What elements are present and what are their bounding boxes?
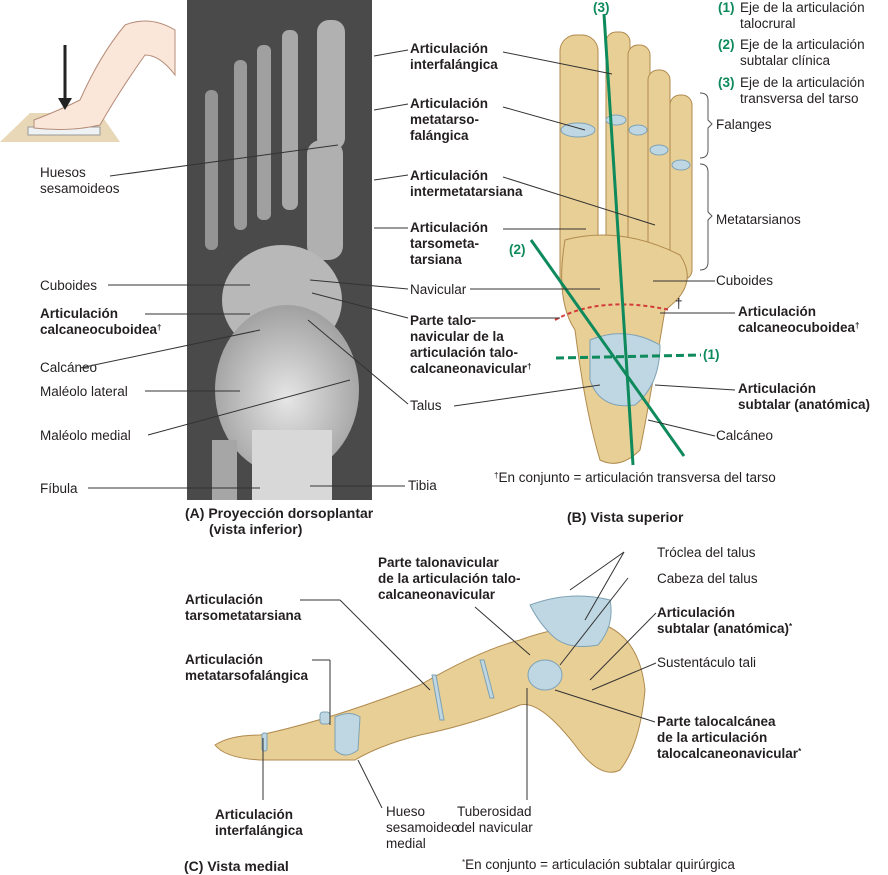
label-cuboides-a: Cuboides — [40, 278, 98, 293]
label-cuboides-b: Cuboides — [716, 273, 774, 288]
xray-foot-bones — [205, 20, 359, 500]
label-parte-talocalcanea: Parte talocalcánea de la articulación ta… — [657, 714, 802, 761]
footnote-dagger: †En conjunto = articulación transversa d… — [494, 470, 776, 485]
caption-panel-a: (A) Proyección dorsoplantar (vista infer… — [185, 505, 374, 537]
metatarsianos-bracket — [699, 163, 713, 271]
axis-1-line — [555, 353, 702, 360]
label-art-tmt-a: Articulación tarsometa- tarsiana — [410, 220, 489, 267]
label-maleolo-medial: Maléolo medial — [40, 428, 131, 443]
label-art-subtalar-c: Articulación subtalar (anatómica)* — [657, 605, 793, 636]
falanges-bracket — [699, 92, 713, 159]
arrow-head-icon — [58, 98, 72, 110]
label-sustentaculo-tali: Sustentáculo tali — [657, 655, 757, 670]
label-maleolo-lateral: Maléolo lateral — [40, 384, 128, 399]
label-parte-talonavicular-c: Parte talonavicular de la articulación t… — [378, 555, 521, 602]
label-art-calcaneocuboidea-b: Articulación calcaneocuboidea† — [738, 304, 860, 335]
axis-marker-2: (2) — [509, 242, 526, 257]
label-navicular: Navicular — [410, 282, 467, 297]
label-tibia: Tibia — [408, 478, 437, 493]
label-hueso-sesamoideo-medial: Hueso sesamoideo medial — [386, 804, 459, 851]
axis-marker-3: (3) — [593, 0, 610, 15]
label-art-tmt-c: Articulación tarsometatarsiana — [185, 592, 302, 623]
label-art-interfalangica-a: Articulación interfalángica — [410, 41, 498, 72]
dagger-mark-b: † — [675, 296, 683, 311]
label-art-mtf-a: Articulación metatarso- falángica — [410, 96, 489, 143]
footnote-star: *En conjunto = articulación subtalar qui… — [462, 857, 735, 872]
caption-panel-c: (C) Vista medial — [184, 858, 289, 874]
label-falanges: Falanges — [716, 117, 772, 132]
label-calcaneo-a: Calcáneo — [40, 360, 98, 375]
inset-leg — [33, 20, 176, 130]
label-huesos-sesamoideos: Huesos sesamoideos — [40, 165, 120, 196]
axis-marker-1: (1) — [703, 347, 720, 362]
label-fibula: Fíbula — [40, 481, 78, 496]
label-art-intermetatarsiana: Articulación intermetatarsiana — [410, 168, 523, 199]
label-calcaneo-b: Calcáneo — [716, 428, 774, 443]
label-art-subtalar-b: Articulación subtalar (anatómica) — [738, 381, 871, 412]
label-art-mtf-c: Articulación metatarsofalángica — [185, 652, 309, 683]
label-tuberosidad-navicular: Tuberosidad del navicular — [457, 804, 533, 835]
label-metatarsianos: Metatarsianos — [716, 212, 801, 227]
caption-panel-b: (B) Vista superior — [567, 509, 684, 525]
xray-image — [187, 0, 372, 500]
label-talus: Talus — [410, 398, 442, 413]
transverse-tarsal-line — [554, 303, 671, 321]
label-cabeza-talus: Cabeza del talus — [657, 571, 758, 586]
label-troclea-talus: Tróclea del talus — [657, 545, 756, 560]
label-art-calcaneocuboidea-a: Articulación calcaneocuboidea† — [40, 306, 162, 337]
axis-2-line — [529, 239, 686, 457]
label-art-interfalangica-c: Articulación interfalángica — [215, 807, 303, 838]
label-parte-talonavicular-a: Parte talo- navicular de la articulación… — [410, 313, 532, 376]
axis-3-line — [602, 13, 635, 466]
